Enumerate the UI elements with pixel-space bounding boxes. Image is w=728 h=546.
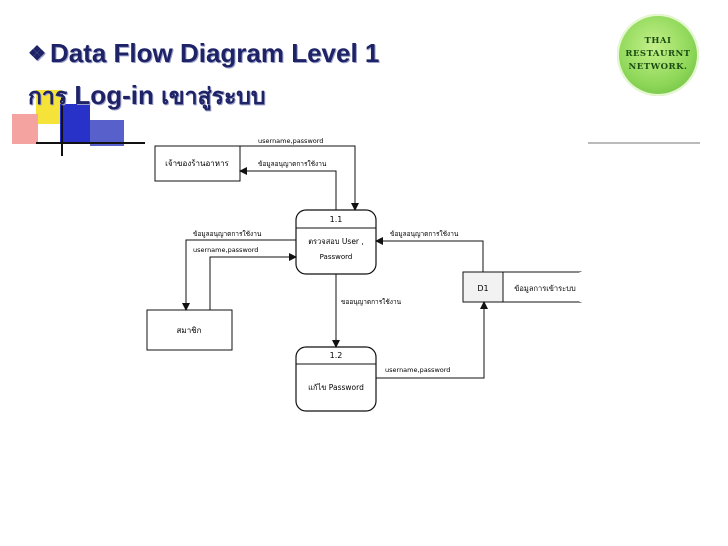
deco-blue-light-square — [90, 120, 124, 146]
restaurant-network-logo: THAI RESTAURNT NETWORK. — [617, 14, 699, 96]
logo-line2: RESTAURNT — [625, 49, 691, 59]
datastore-d1-id: D1 — [477, 284, 488, 293]
datastore-d1-name: ข้อมูลการเข้าระบบ — [514, 284, 576, 293]
flow-member-to-p1-label: username,password — [193, 246, 258, 254]
process-1-1-name: ตรวจสอบ User , — [308, 237, 364, 246]
slide-title-line1: ❖Data Flow Diagram Level 1 — [28, 40, 379, 66]
logo-line3: NETWORK. — [628, 62, 688, 72]
entity-member-label: สมาชิก — [177, 326, 202, 335]
entity-owner-label: เจ้าของร้านอาหาร — [165, 159, 229, 168]
logo-line1: THAI — [644, 36, 672, 46]
diamond-bullet-icon: ❖ — [28, 43, 46, 65]
flow-p1-to-member-label: ข้อมูลอนุญาตการใช้งาน — [193, 230, 262, 238]
flow-member-to-p1 — [209, 253, 297, 310]
title-line2-thai1: การ — [28, 84, 68, 110]
slide-title-line2: การ Log-in เขาสู่ระบบ — [28, 82, 266, 109]
title-line2-thai2: เขาสู่ระบบ — [161, 84, 266, 110]
flow-ds-to-p1-label: ข้อมูลอนุญาตการใช้งาน — [390, 230, 459, 238]
title-line1-text: Data Flow Diagram Level 1 — [49, 38, 380, 68]
flow-p1-to-p2-label: ขออนุญาตการใช้งาน — [341, 298, 402, 306]
flow-owner-to-p1-label: username,password — [258, 137, 323, 145]
flow-p1-to-owner — [239, 167, 337, 210]
process-1-2-number: 1.2 — [330, 351, 343, 360]
flow-p1-to-member — [182, 239, 296, 311]
title-line2-latin: Log-in — [67, 80, 162, 110]
entity-owner-box — [154, 145, 241, 182]
process-1-2-name: แก้ไข Password — [308, 383, 364, 392]
deco-red-square — [12, 114, 38, 144]
flow-ds-to-p1 — [375, 237, 484, 272]
flow-p1-to-owner-label: ข้อมูลอนุญาตการใช้งาน — [258, 160, 327, 168]
process-1-1-name2: Password — [320, 253, 353, 261]
flow-owner-to-p1 — [240, 145, 359, 211]
flow-p2-to-ds-label: username,password — [385, 366, 450, 374]
entity-member-box — [146, 309, 233, 351]
process-1-1-number: 1.1 — [330, 215, 343, 224]
flow-p2-to-ds — [376, 301, 488, 379]
datastore-d1-id-cell — [462, 271, 504, 303]
deco-yellow-square — [36, 90, 62, 124]
deco-blue-square — [60, 104, 90, 144]
